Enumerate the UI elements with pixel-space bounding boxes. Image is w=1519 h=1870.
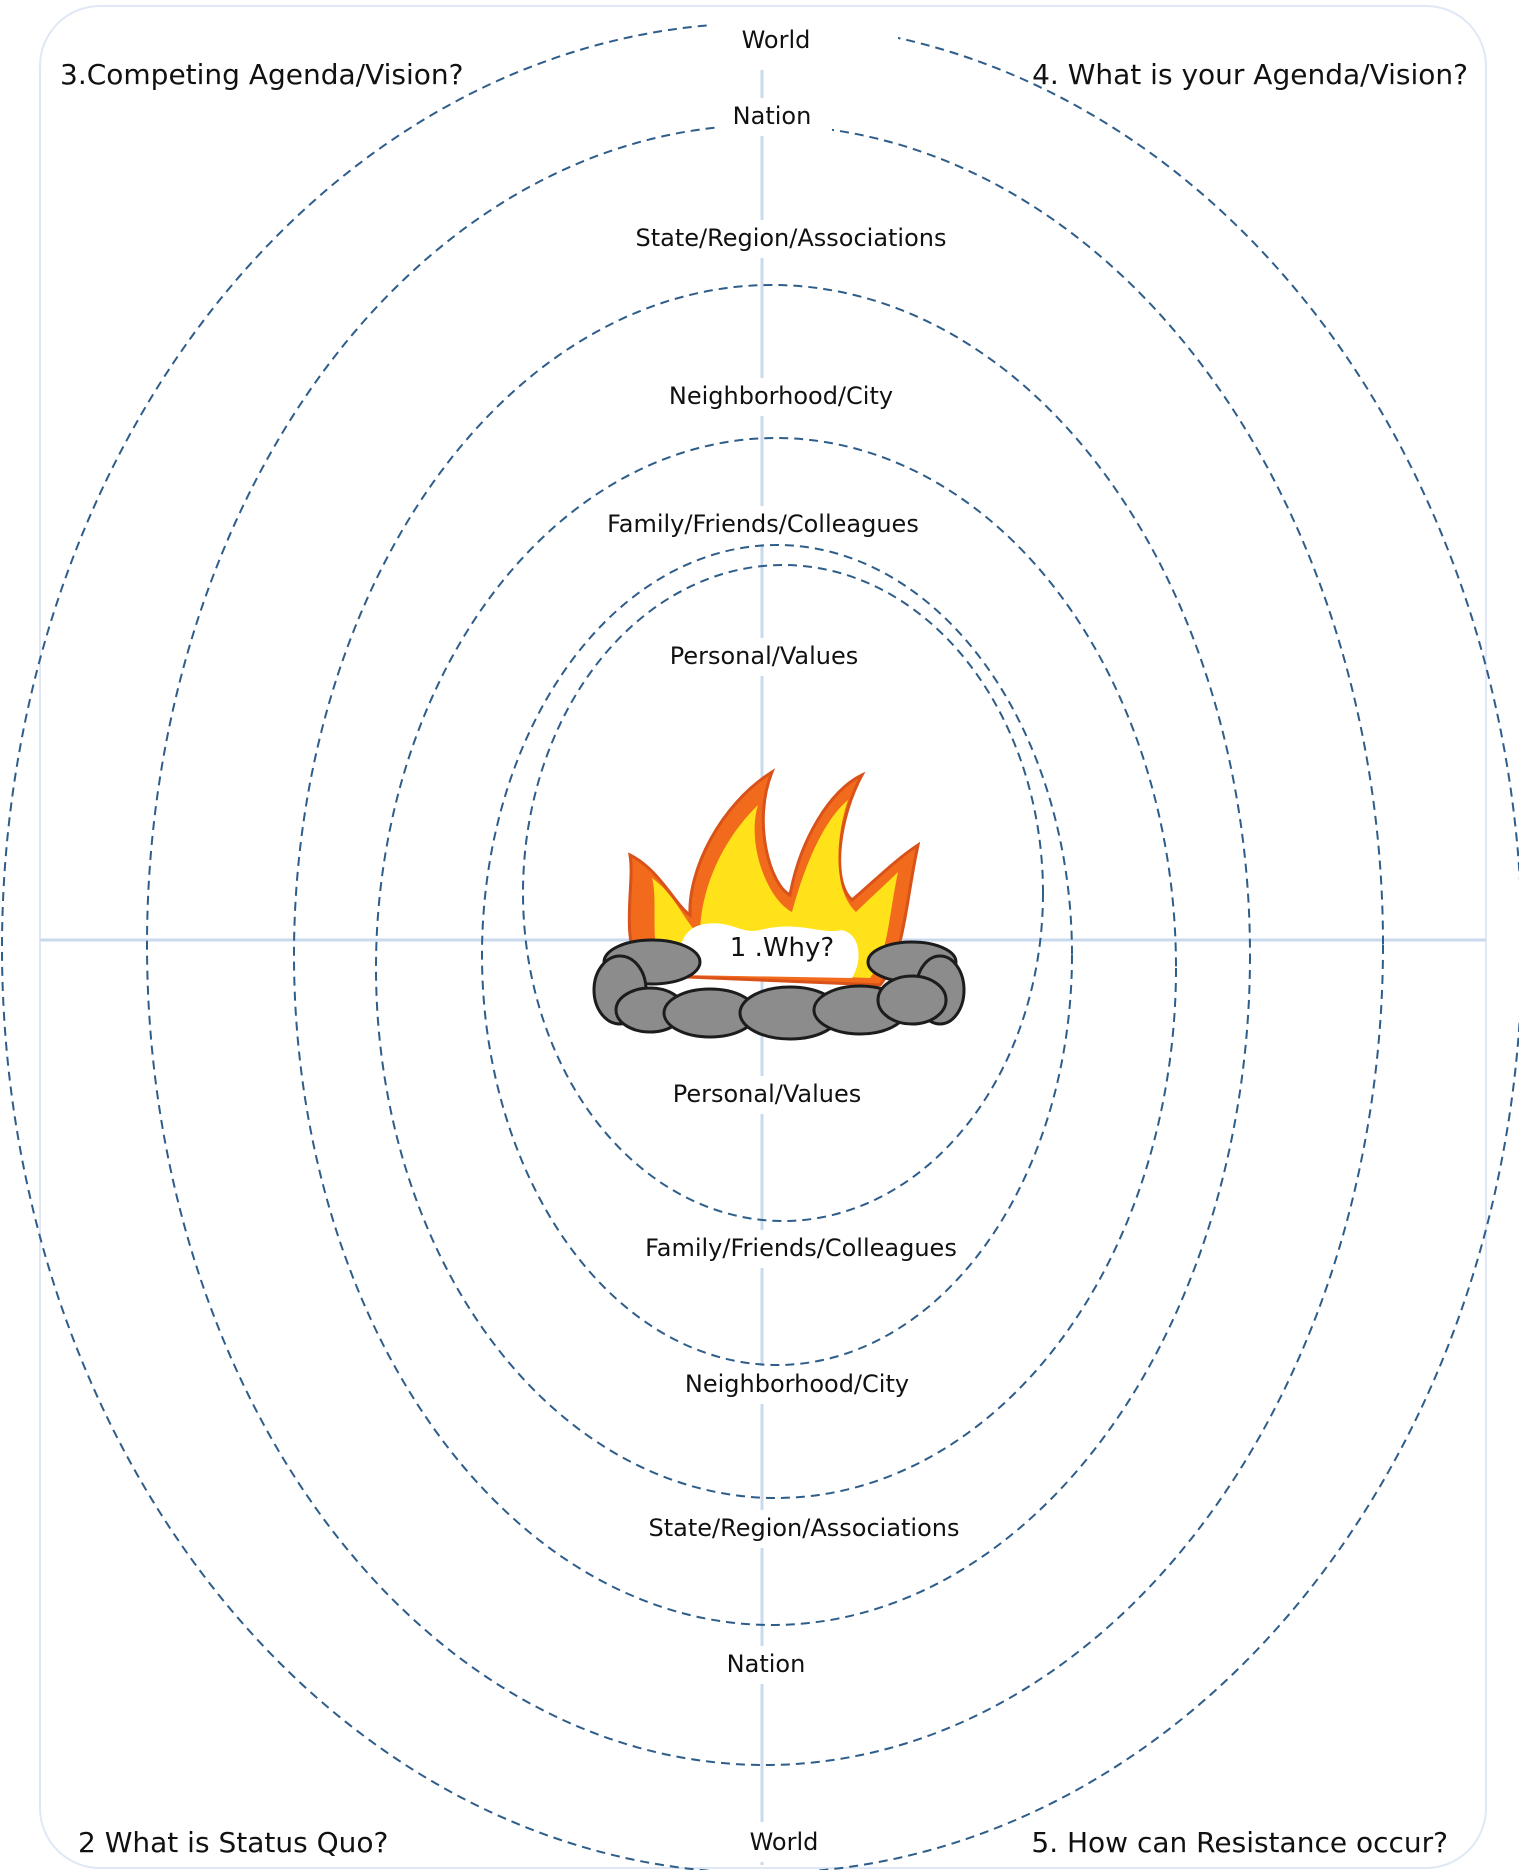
- label-bottom-neighborhood: Neighborhood/City: [685, 1370, 909, 1398]
- ring-state: [293, 284, 1251, 1626]
- ring-personal: [522, 564, 1044, 1222]
- ring-neighborhood: [375, 437, 1177, 1499]
- label-bottom-family: Family/Friends/Colleagues: [645, 1234, 957, 1262]
- flame-core: [678, 923, 859, 978]
- corner-top-right-question: 4. What is your Agenda/Vision?: [1032, 58, 1468, 91]
- label-top-personal: Personal/Values: [670, 642, 859, 670]
- corner-top-left-question: 3.Competing Agenda/Vision?: [60, 58, 464, 91]
- label-bottom-world: World: [750, 1828, 819, 1856]
- outer-frame: [39, 5, 1487, 1869]
- ring-family: [481, 544, 1073, 1366]
- corner-bottom-left-question: 2 What is Status Quo?: [78, 1826, 388, 1859]
- label-top-world: World: [742, 26, 811, 54]
- label-bottom-state: State/Region/Associations: [648, 1514, 959, 1542]
- label-top-state: State/Region/Associations: [635, 224, 946, 252]
- ring-nation: [146, 124, 1384, 1766]
- label-top-neighborhood: Neighborhood/City: [669, 382, 893, 410]
- center-why-label: 1 .Why?: [730, 933, 834, 963]
- label-bottom-personal: Personal/Values: [673, 1080, 862, 1108]
- campfire-icon: 1 .Why?: [592, 768, 966, 1041]
- label-top-family: Family/Friends/Colleagues: [607, 510, 919, 538]
- fire-ring-stones: [592, 938, 966, 1041]
- label-bottom-nation: Nation: [727, 1650, 806, 1678]
- label-top-nation: Nation: [733, 102, 812, 130]
- corner-bottom-right-question: 5. How can Resistance occur?: [1031, 1826, 1448, 1859]
